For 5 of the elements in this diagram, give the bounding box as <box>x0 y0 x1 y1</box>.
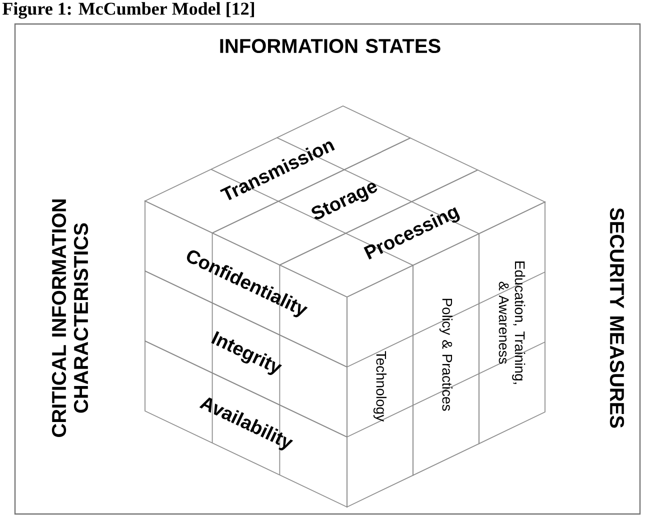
figure-title: Figure 1: McCumber Model [12] <box>2 2 254 19</box>
axis-label: SECURITY MEASURES <box>610 208 624 428</box>
axis-label: CRITICAL INFORMATION CHARACTERISTICS <box>52 200 88 437</box>
axis-label: INFORMATION STATES <box>220 38 440 54</box>
cube-band: Education, Training, & Awareness <box>478 201 546 444</box>
